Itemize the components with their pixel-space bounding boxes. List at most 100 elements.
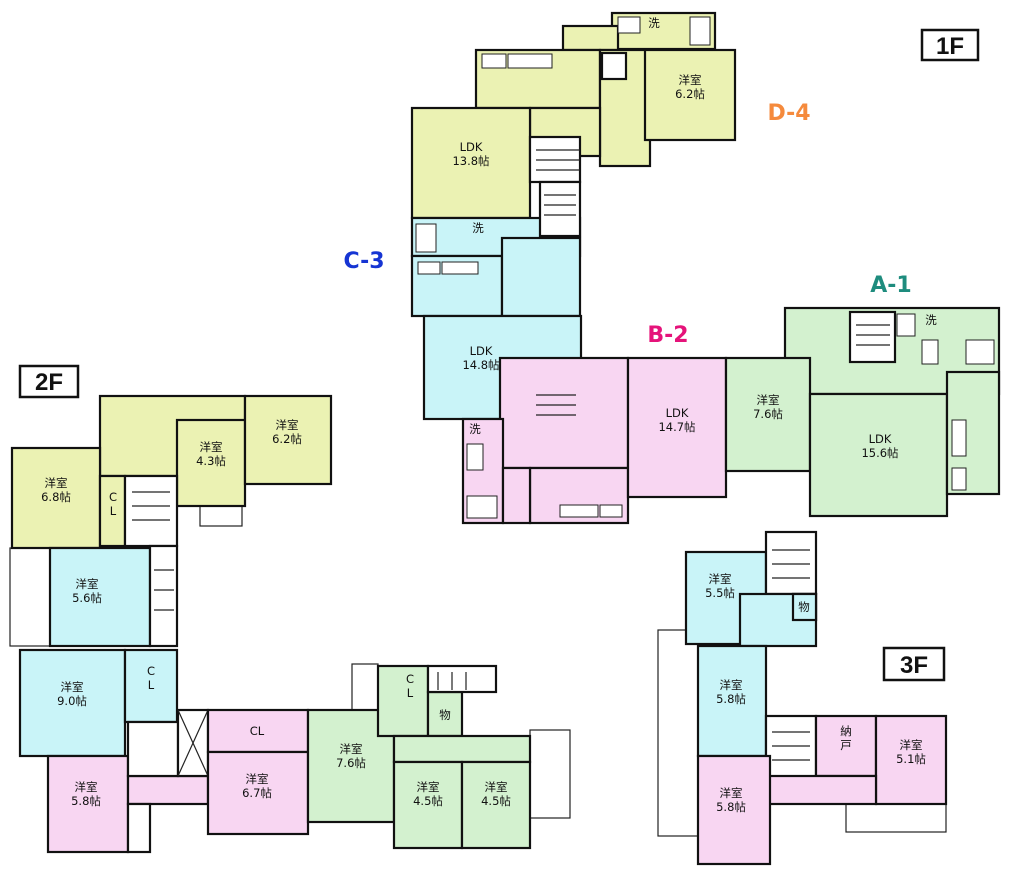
f2-y58-room — [46, 754, 130, 854]
a1-bathtub-icon — [965, 339, 995, 365]
d4-counter-icon — [507, 53, 553, 69]
f2-y67-room — [206, 750, 310, 836]
svg-text:3F: 3F — [900, 652, 928, 679]
svg-text:1F: 1F — [936, 33, 964, 60]
c3-hall — [500, 236, 582, 318]
f3-mono-label: 物 — [798, 600, 810, 614]
a1-wash-label: 洗 — [925, 313, 937, 327]
f2-y68-room — [10, 446, 102, 550]
f3-y58b-room — [696, 754, 772, 866]
f3-pink-hall — [764, 774, 878, 806]
c3-stair — [538, 180, 582, 238]
a1-stove-icon — [951, 467, 967, 491]
d4-stove-icon — [481, 53, 507, 69]
f2-balcony-small — [199, 505, 243, 527]
f3-balcony-left — [657, 629, 699, 837]
f2-toilet-low — [126, 802, 152, 854]
unit-label-c3: C-3 — [343, 249, 384, 274]
unit-label-a1: A-1 — [870, 273, 911, 298]
d4-toilet — [600, 51, 628, 81]
d4-yoshitsu-room — [643, 48, 737, 142]
c3-counter-icon — [441, 261, 479, 275]
f2-stair-top — [123, 474, 179, 548]
f2-stair-mid — [148, 544, 179, 648]
f2-cl-pink — [206, 708, 310, 754]
b2-counter-icon — [559, 504, 599, 518]
b2-hall — [498, 356, 630, 470]
f2-mono-label: 物 — [439, 708, 451, 722]
f3-y51-room — [874, 714, 948, 806]
floor-badge-3f: 3F — [882, 646, 946, 682]
f2-y43-room — [175, 418, 247, 508]
f2-y45a-room — [392, 760, 464, 850]
b2-entry — [501, 466, 532, 525]
f3-stair-top — [764, 530, 818, 596]
a1-ldk-room — [808, 392, 949, 518]
f3-nando-label: 納戸 — [840, 724, 852, 752]
b2-bathtub-icon — [466, 443, 484, 471]
b2-washbasin-icon — [466, 495, 498, 519]
a1-toilet-icon — [896, 313, 916, 337]
f3-nando-room — [814, 714, 878, 778]
f2-y62-room — [243, 394, 333, 486]
floor-badge-1f: 1F — [920, 28, 980, 62]
c3-bathtub-icon — [415, 223, 437, 253]
b2-stove-icon — [599, 504, 623, 518]
f2-cl-pink-label: CL — [250, 724, 265, 738]
f3-balcony-bottom — [845, 803, 947, 833]
f2-pink-hall — [126, 774, 210, 806]
unit-label-b2: B-2 — [647, 323, 688, 348]
a1-washbasin-icon — [921, 339, 939, 365]
b2-ldk-room — [626, 356, 728, 499]
f2-balcony-left — [9, 547, 51, 647]
c3-stove-icon — [417, 261, 441, 275]
f2-cl-green — [376, 664, 430, 738]
f3-stair-low — [764, 714, 818, 782]
f3-y58a-room — [696, 644, 768, 758]
svg-text:2F: 2F — [35, 369, 63, 396]
d4-sink-icon — [689, 16, 711, 46]
d4-wash-label: 洗 — [648, 16, 660, 30]
f3-mono-box — [791, 592, 818, 622]
f2-stair-green — [426, 664, 498, 694]
floor-badge-2f: 2F — [18, 364, 80, 399]
f2-balcony-green — [351, 663, 379, 711]
d4-entry-hall — [561, 24, 620, 52]
f2-cl-top — [98, 474, 127, 548]
unit-label-d4: D-4 — [767, 101, 810, 126]
a1-counter-icon — [951, 419, 967, 457]
f2-stair-low — [126, 720, 180, 778]
b2-wash-label: 洗 — [469, 422, 481, 436]
a1-stair — [848, 310, 897, 364]
d4-bathtub-icon — [617, 16, 641, 34]
c3-wash-label: 洗 — [472, 221, 484, 235]
f2-balcony-right — [529, 729, 571, 819]
f2-cl-mid — [123, 648, 179, 724]
